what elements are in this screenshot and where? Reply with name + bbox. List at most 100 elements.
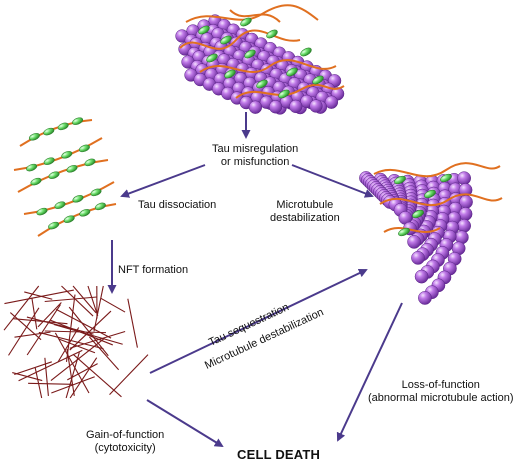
tau-strand <box>13 137 103 171</box>
tangle-filament <box>54 332 90 394</box>
tau-bead <box>43 127 55 136</box>
tau-protein <box>383 227 441 233</box>
tangle-filament <box>69 357 98 399</box>
microtubule-bundle-intact <box>175 4 345 115</box>
tau-strand <box>19 119 93 147</box>
tubulin-subunit <box>407 235 421 249</box>
tau-protein <box>229 9 281 23</box>
tubulin-subunit <box>309 99 323 113</box>
tangle-filament <box>50 337 105 382</box>
label-cell-death: CELL DEATH <box>237 447 321 462</box>
free-tau-strands <box>13 117 117 237</box>
tau-protein <box>379 193 503 207</box>
tau-binding-domain <box>300 47 312 57</box>
tau-binding-domain <box>278 89 290 99</box>
tubulin-subunit <box>457 171 471 186</box>
tangle-filament <box>24 291 53 300</box>
tangle-filament <box>26 316 94 335</box>
tau-strand <box>17 159 109 193</box>
tubulin-subunit <box>248 100 263 114</box>
tangle-filament <box>53 323 123 345</box>
tau-protein <box>199 59 337 73</box>
tau-bead <box>90 188 102 197</box>
label-tau-dissociation: Tau dissociation <box>138 199 217 211</box>
tangle-filament <box>55 308 112 339</box>
neurofibrillary-tangle <box>3 285 149 399</box>
label-nft-formation: NFT formation <box>118 264 189 276</box>
arrow-microtubule-to-cell-death <box>336 302 403 442</box>
tubulin-subunit <box>268 100 283 114</box>
tau-binding-domain <box>206 53 218 63</box>
tau-protein <box>185 4 319 23</box>
tangle-filament <box>100 297 126 313</box>
tangle-filament <box>67 363 98 381</box>
tangle-filament <box>61 285 94 317</box>
tau-bead <box>84 158 96 167</box>
tangle-filament <box>8 307 40 356</box>
tangle-filament <box>18 349 83 382</box>
arrow-to-dissociation <box>120 164 206 198</box>
tangle-filament <box>51 376 95 394</box>
tau-binding-domain <box>266 29 278 39</box>
microtubule-bundle-destabilized <box>359 162 503 305</box>
tau-binding-domain <box>286 67 298 77</box>
tau-protein <box>179 29 301 50</box>
pathway-arrows <box>107 112 403 448</box>
tau-bead <box>48 221 60 230</box>
tubulin-subunit <box>414 269 429 284</box>
label-misregulation: Tau misregulation or misfunction <box>212 143 299 168</box>
tangle-filament <box>72 285 97 314</box>
label-loss-of-function: Loss-of-function (abnormal microtubule a… <box>368 379 514 404</box>
tau-bead <box>28 133 40 141</box>
tubulin-subunit <box>411 251 425 265</box>
arrow-nft-to-cell-death <box>146 399 224 448</box>
tau-bead <box>57 122 69 131</box>
tau-binding-domain <box>240 17 252 27</box>
tau-binding-domain <box>394 175 406 185</box>
tau-bead <box>63 215 75 223</box>
tubulin-subunit <box>289 99 303 114</box>
tangle-filament <box>37 302 62 328</box>
tau-strand <box>23 181 115 215</box>
tau-bead <box>43 157 55 165</box>
tau-strand <box>37 203 117 237</box>
label-microtubule-destabilization: Microtubule destabilization <box>270 199 340 224</box>
tangle-filament <box>31 297 38 330</box>
tau-binding-domain <box>440 173 452 183</box>
tangle-filament <box>44 330 107 334</box>
tau-protein <box>235 83 345 99</box>
tangle-filament <box>87 285 99 317</box>
tau-bead <box>94 202 106 211</box>
tau-bead <box>61 151 73 159</box>
tangle-filament <box>26 304 61 356</box>
tau-protein <box>373 162 501 178</box>
tangle-filament <box>72 353 122 398</box>
tangle-filament <box>3 285 40 331</box>
tangle-filament <box>127 298 138 348</box>
tangle-filament <box>14 361 52 376</box>
arrow-nft-to-microtubule <box>149 268 368 374</box>
tangle-filament <box>109 354 149 396</box>
tau-bead <box>78 144 90 153</box>
tau-binding-domain <box>220 35 232 45</box>
tau-bead <box>26 163 38 172</box>
tangle-filament <box>44 296 97 303</box>
tangle-filament <box>69 310 112 351</box>
tau-binding-domain <box>256 79 268 89</box>
tau-binding-domain <box>198 25 210 35</box>
tau-bead <box>36 207 48 216</box>
tau-bead <box>54 201 66 209</box>
tangle-filament <box>28 382 72 385</box>
tangle-filament <box>4 289 74 305</box>
tau-bead <box>72 195 84 203</box>
tau-binding-domain <box>412 209 424 219</box>
tangle-filament <box>69 330 126 349</box>
tau-binding-domain <box>398 227 410 237</box>
tubulin-subunit <box>418 291 432 305</box>
tangle-filament <box>9 312 42 341</box>
tangle-filament <box>49 319 113 346</box>
tau-binding-domain <box>244 49 256 59</box>
tangle-filament <box>93 285 104 332</box>
tau-bead <box>30 177 42 186</box>
